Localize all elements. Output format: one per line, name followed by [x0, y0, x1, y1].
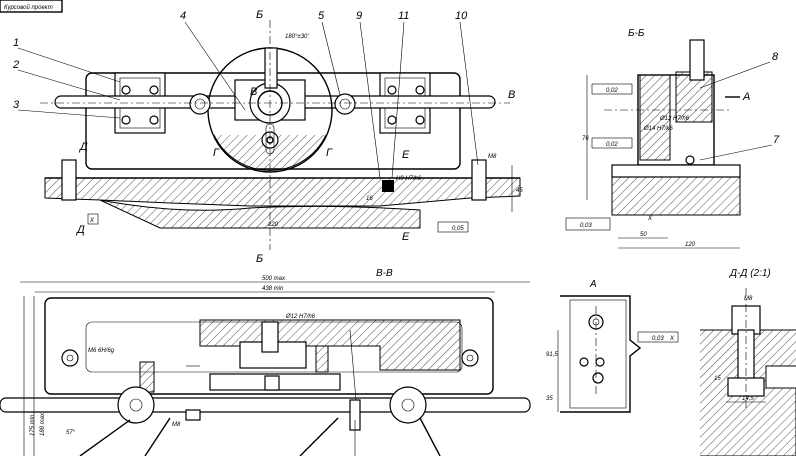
svg-text:M8: M8 — [172, 422, 181, 428]
svg-text:16: 16 — [366, 196, 373, 202]
base-section — [44, 177, 521, 207]
svg-text:Н9 Н7/h6: Н9 Н7/h6 — [396, 176, 422, 182]
section-bb-view: Б-Б А 8 7 0,02 0,02 0,03 Х 76 Ø14 Н7/k6 … — [565, 28, 780, 249]
svg-text:10: 10 — [455, 10, 468, 22]
svg-text:Г: Г — [213, 147, 220, 159]
svg-text:180°±30': 180°±30' — [285, 34, 309, 40]
svg-text:В-В: В-В — [376, 268, 393, 279]
main-view: 220 45 M8 Н9 Н7/h6 16 180°±30' 0,05 Х Б … — [12, 9, 523, 265]
svg-text:0,02: 0,02 — [606, 142, 618, 148]
svg-text:Б-Б: Б-Б — [628, 28, 645, 39]
svg-text:М6 6Н/6g: М6 6Н/6g — [88, 348, 115, 354]
svg-text:Д: Д — [75, 224, 85, 236]
right-bolt — [471, 159, 487, 201]
svg-text:Х: Х — [669, 336, 675, 342]
svg-text:11: 11 — [398, 10, 409, 22]
svg-text:0,03: 0,03 — [580, 223, 592, 229]
svg-text:Д-Д (2:1): Д-Д (2:1) — [729, 268, 771, 279]
svg-text:76: 76 — [582, 136, 589, 142]
svg-text:Ø12 H7/h6: Ø12 H7/h6 — [285, 314, 316, 320]
svg-text:4: 4 — [180, 10, 186, 22]
svg-text:M8: M8 — [488, 154, 497, 160]
svg-text:35: 35 — [546, 396, 553, 402]
svg-text:Б: Б — [256, 253, 263, 265]
svg-text:M8: M8 — [744, 296, 753, 302]
view-a: А 91,5 35 0,03 Х — [546, 279, 679, 413]
svg-text:14,5: 14,5 — [742, 396, 754, 402]
svg-text:Ø14 Н7/k6: Ø14 Н7/k6 — [643, 126, 673, 132]
svg-text:175 min: 175 min — [30, 414, 36, 436]
svg-text:120: 120 — [685, 242, 696, 248]
svg-text:0,02: 0,02 — [606, 88, 618, 94]
svg-text:0,05: 0,05 — [452, 226, 464, 232]
svg-text:7: 7 — [773, 134, 780, 146]
svg-text:2: 2 — [12, 59, 19, 71]
svg-text:В: В — [250, 86, 257, 98]
svg-text:Д: Д — [78, 141, 88, 153]
svg-text:438 min: 438 min — [262, 286, 284, 292]
svg-text:1: 1 — [13, 37, 19, 49]
svg-text:50: 50 — [640, 232, 647, 238]
section-vv-view: В-В 500 max 438 min Ø12 H7/h6 М6 6Н/6g M… — [0, 268, 531, 456]
detail-dd-view: Д-Д (2:1) M8 15 14,5 — [700, 268, 796, 456]
svg-text:Е: Е — [402, 231, 410, 243]
title-stamp: Курсовой проект — [0, 0, 63, 13]
svg-text:9: 9 — [356, 10, 362, 22]
svg-text:Ø12 H7/h6: Ø12 H7/h6 — [659, 116, 690, 122]
svg-text:В: В — [508, 89, 515, 101]
left-bolt — [61, 159, 77, 201]
svg-text:220: 220 — [267, 222, 279, 228]
svg-text:45: 45 — [516, 188, 523, 194]
vv-guide-rod — [0, 397, 531, 413]
svg-text:А: А — [589, 279, 597, 290]
svg-text:500 max: 500 max — [262, 276, 286, 282]
svg-text:Х: Х — [89, 218, 95, 224]
title-stamp-text: Курсовой проект — [4, 4, 53, 11]
svg-text:А: А — [742, 91, 750, 103]
svg-text:57°: 57° — [66, 430, 76, 436]
svg-text:15: 15 — [714, 376, 721, 382]
svg-text:Г: Г — [326, 147, 333, 159]
key-block — [382, 180, 394, 192]
svg-text:Х: Х — [647, 216, 653, 222]
base-rib — [99, 199, 421, 229]
svg-text:5: 5 — [318, 10, 325, 22]
svg-text:91,5: 91,5 — [546, 352, 558, 358]
svg-text:0,03: 0,03 — [652, 336, 664, 342]
svg-text:Е: Е — [402, 149, 410, 161]
svg-text:8: 8 — [772, 51, 779, 63]
svg-text:188 max: 188 max — [40, 412, 46, 436]
svg-text:3: 3 — [13, 99, 20, 111]
svg-text:Б: Б — [256, 9, 263, 21]
